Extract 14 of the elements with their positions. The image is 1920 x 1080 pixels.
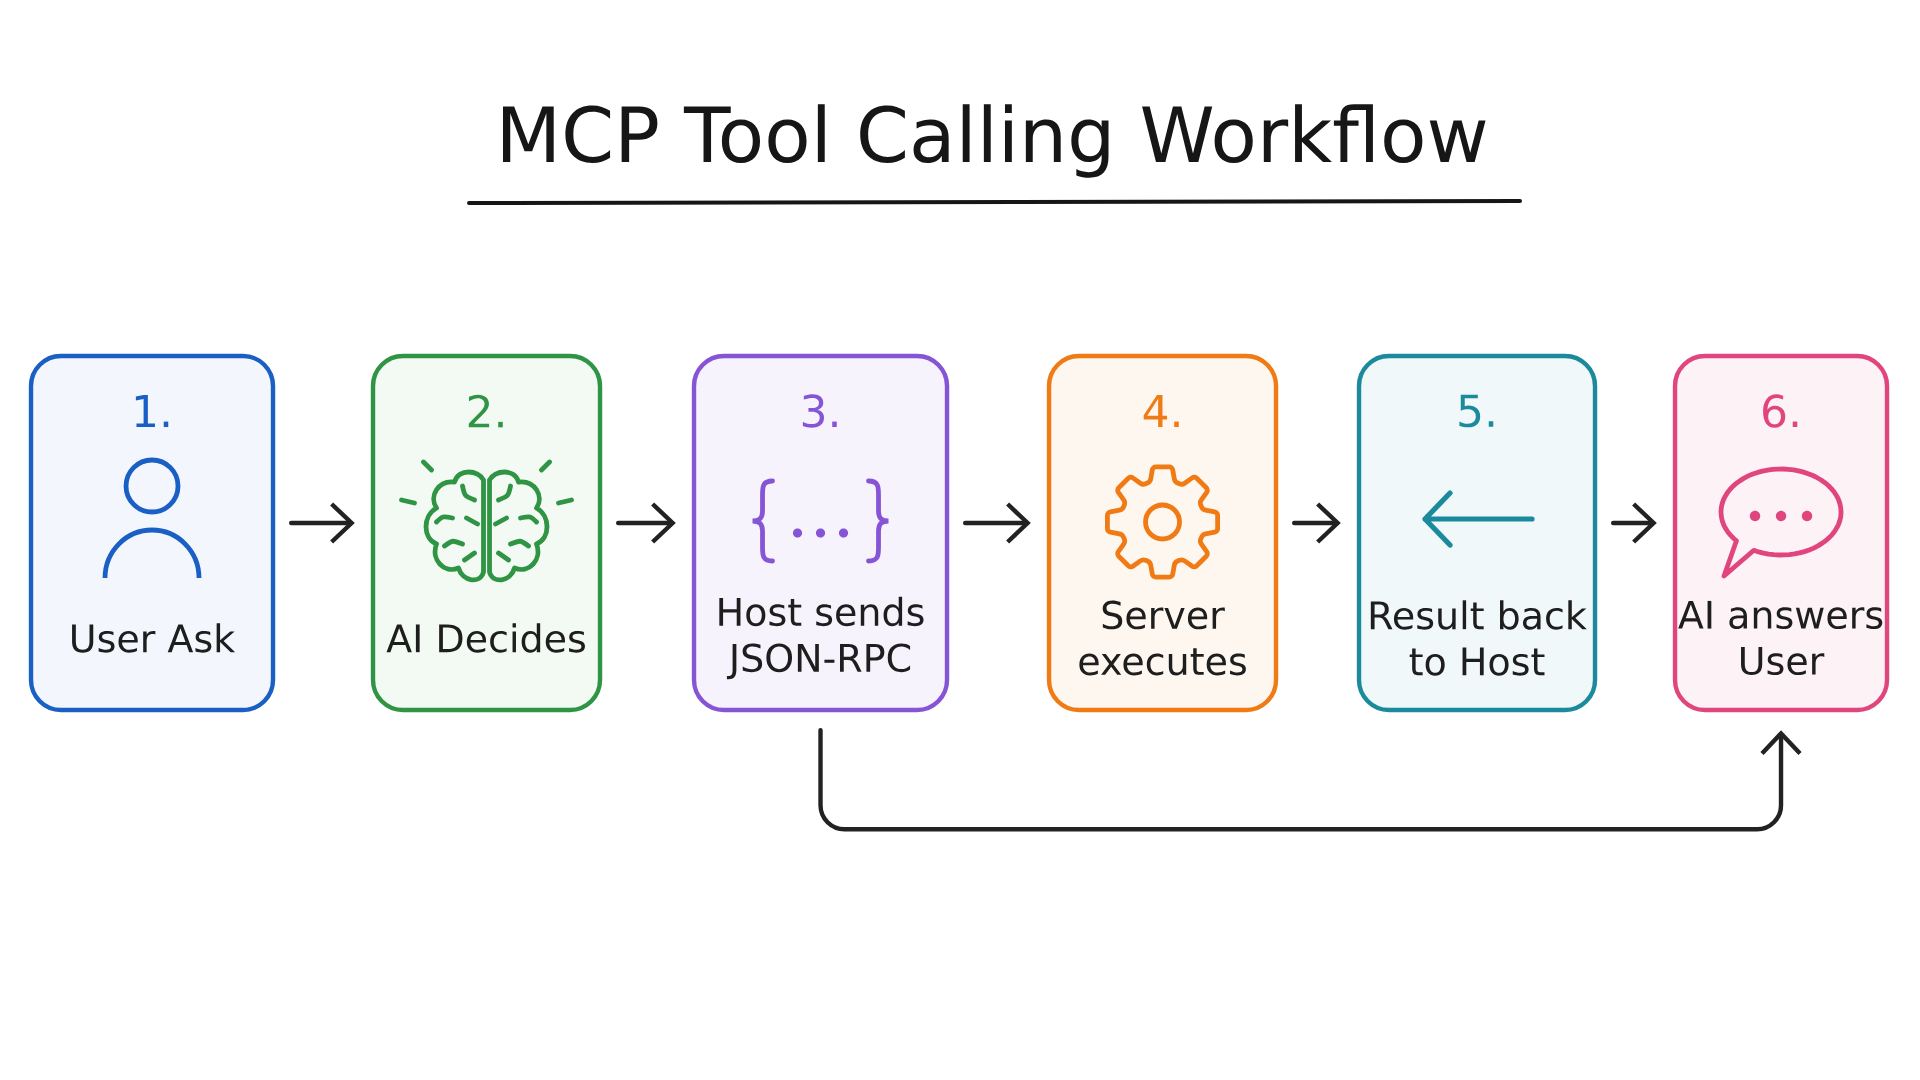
step-number: 6. bbox=[1763, 394, 1798, 428]
step-label: AI answers User bbox=[1678, 600, 1883, 676]
step-number: 1. bbox=[135, 395, 169, 428]
step-number: 3. bbox=[802, 394, 837, 428]
title: MCP Tool Calling Workflow bbox=[503, 104, 1486, 178]
step-number: 4. bbox=[1143, 395, 1179, 428]
step-label: Result back to Host bbox=[1370, 600, 1587, 676]
step-number: 5. bbox=[1459, 394, 1494, 428]
arrow bbox=[818, 728, 1802, 832]
step-label: User Ask bbox=[72, 623, 236, 653]
step-label: Host sends JSON-RPC bbox=[719, 596, 924, 680]
step-label: Server executes bbox=[1079, 600, 1246, 676]
step-label: AI Decides bbox=[386, 623, 585, 653]
step-number: 2. bbox=[468, 394, 503, 428]
